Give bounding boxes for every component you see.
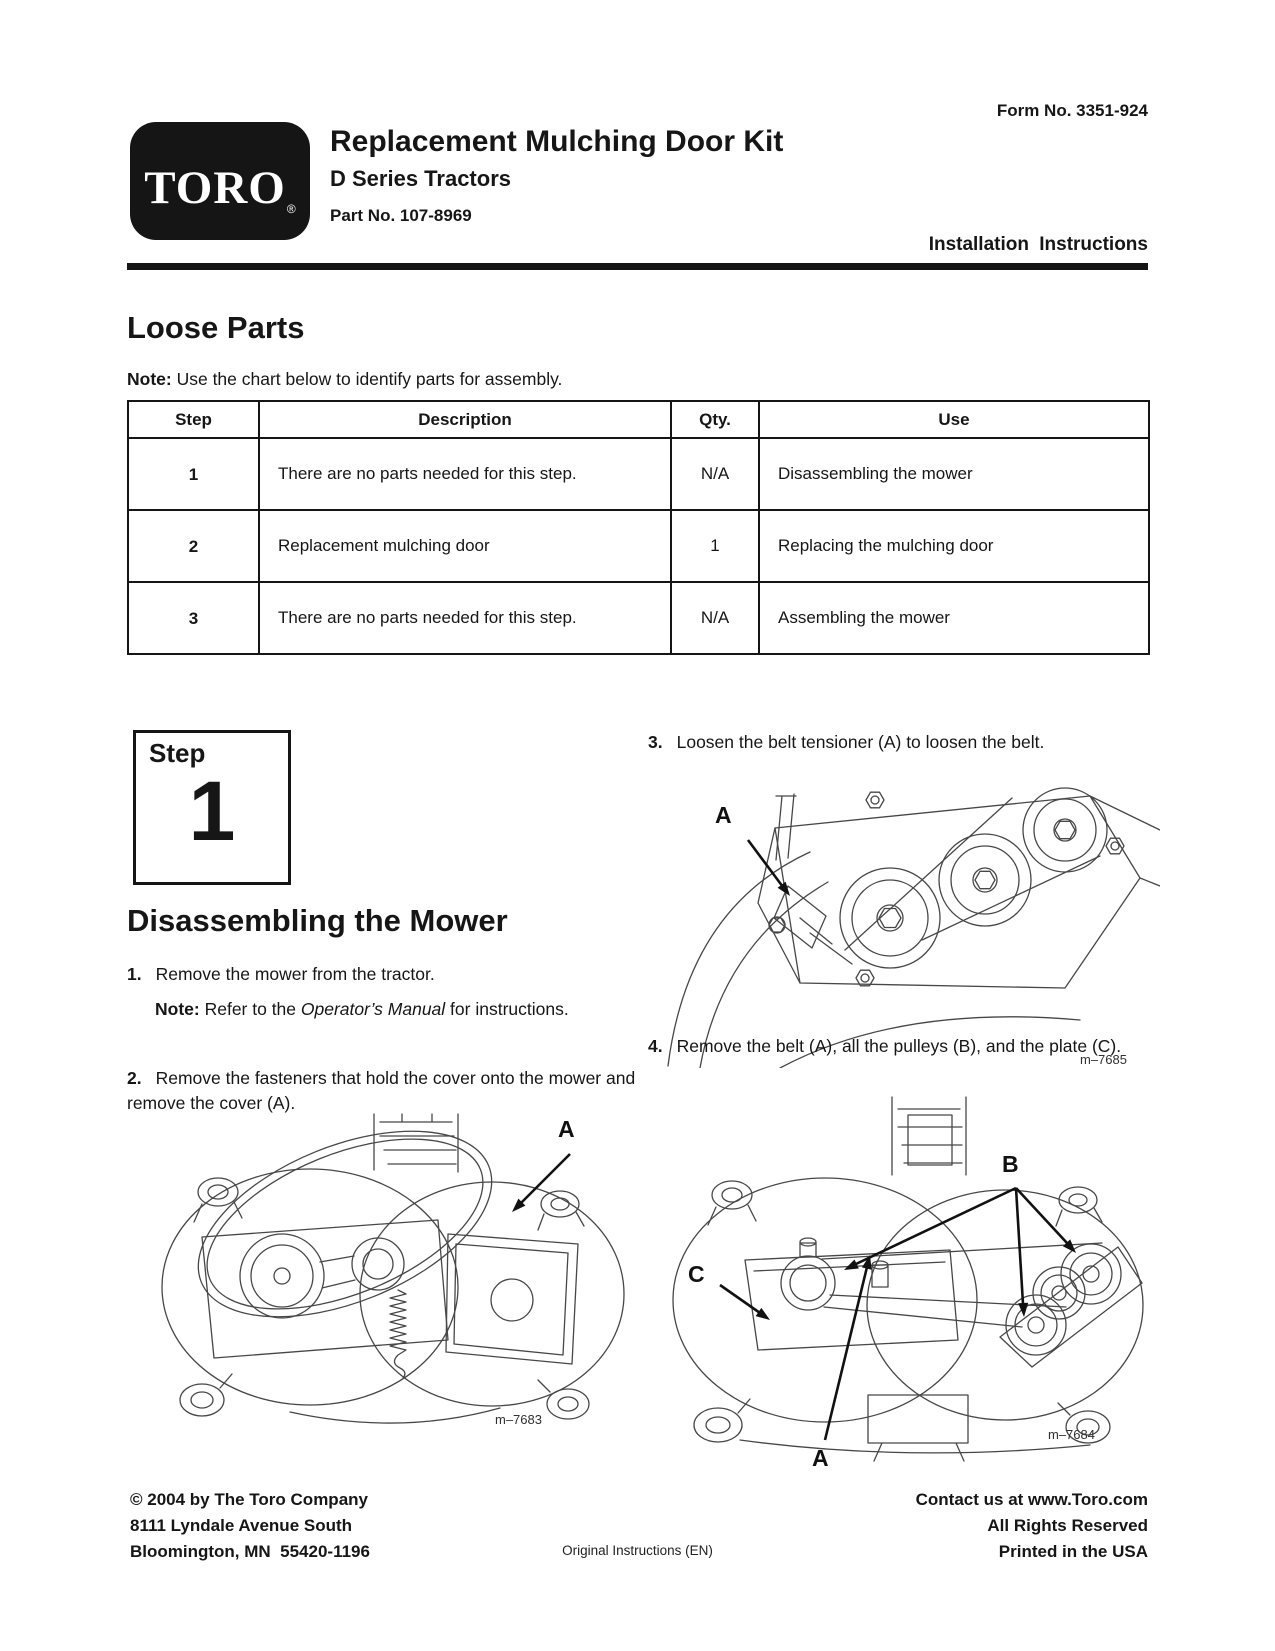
note-text-pre: Refer to the xyxy=(199,999,301,1019)
title-block: Replacement Mulching Door Kit D Series T… xyxy=(330,125,783,226)
loose-parts-heading: Loose Parts xyxy=(127,310,305,345)
callout-b: B xyxy=(1002,1151,1019,1177)
step-box-number: 1 xyxy=(188,764,236,858)
instruction-step-4: 4. Remove the belt (A), all the pulleys (… xyxy=(648,1034,1153,1059)
figure-caption: m–7684 xyxy=(1048,1427,1095,1442)
step-text: Remove the fasteners that hold the cover… xyxy=(127,1068,636,1114)
col-header-use: Use xyxy=(758,400,1150,439)
callout-a: A xyxy=(558,1116,575,1142)
page-subtitle: D Series Tractors xyxy=(330,166,511,191)
contact-line: Contact us at www.Toro.com xyxy=(915,1490,1148,1509)
step-number: 3. xyxy=(648,732,663,752)
footer-original-instructions: Original Instructions (EN) xyxy=(562,1543,713,1558)
callout-a: A xyxy=(715,802,732,828)
header-rule xyxy=(127,263,1148,270)
section-heading: Disassembling the Mower xyxy=(127,903,508,938)
instruction-step-3: 3. Loosen the belt tensioner (A) to loose… xyxy=(648,730,1158,755)
col-header-description: Description xyxy=(258,400,672,439)
cell-qty: N/A xyxy=(670,437,760,511)
step-box-label: Step xyxy=(149,738,206,768)
cell-step: 2 xyxy=(127,509,260,583)
table-row: 3 There are no parts needed for this ste… xyxy=(127,581,1150,655)
address-line-1: 8111 Lyndale Avenue South xyxy=(130,1516,353,1535)
figure-mower-cover: A m–7683 xyxy=(140,1112,630,1434)
cell-description: There are no parts needed for this step. xyxy=(258,437,672,511)
cell-use: Assembling the mower xyxy=(758,581,1150,655)
printed-line: Printed in the USA xyxy=(998,1542,1148,1561)
loose-parts-note: Note: Use the chart below to identify pa… xyxy=(127,369,562,390)
col-header-step: Step xyxy=(127,400,260,439)
cell-use: Replacing the mulching door xyxy=(758,509,1150,583)
col-header-qty: Qty. xyxy=(670,400,760,439)
step-number: 1. xyxy=(127,964,142,984)
cell-description: Replacement mulching door xyxy=(258,509,672,583)
instruction-step-1: 1. Remove the mower from the tractor. xyxy=(127,962,647,987)
table-header-row: Step Description Qty. Use xyxy=(127,400,1150,439)
rights-line: All Rights Reserved xyxy=(987,1516,1148,1535)
callout-a: A xyxy=(812,1445,829,1471)
footer-contact-block: Contact us at www.Toro.com All Rights Re… xyxy=(916,1487,1148,1565)
note-label: Note: xyxy=(127,369,172,389)
step-text: Remove the belt (A), all the pulleys (B)… xyxy=(676,1036,1122,1056)
doc-type-label: Installation Instructions xyxy=(928,234,1148,255)
instruction-step-2: 2.Remove the fasteners that hold the cov… xyxy=(127,1066,649,1117)
instruction-note: Note: Refer to the Operator’s Manual for… xyxy=(155,997,595,1022)
step-text: Remove the mower from the tractor. xyxy=(155,964,435,984)
cell-qty: 1 xyxy=(670,509,760,583)
step-number: 2. xyxy=(127,1068,142,1088)
step-number: 4. xyxy=(648,1036,663,1056)
figure-caption: m–7685 xyxy=(1080,1052,1127,1067)
cell-description: There are no parts needed for this step. xyxy=(258,581,672,655)
table-row: 1 There are no parts needed for this ste… xyxy=(127,437,1150,511)
step-1-box: Step 1 xyxy=(133,730,291,885)
toro-logo-text: TORO xyxy=(144,162,286,214)
loose-parts-table: Step Description Qty. Use 1 There are no… xyxy=(127,400,1150,655)
cell-step: 1 xyxy=(127,437,260,511)
note-text-post: for instructions. xyxy=(445,999,569,1019)
callout-c: C xyxy=(688,1261,705,1287)
part-number: Part No. 107-8969 xyxy=(330,206,472,225)
figure-belt-tensioner: A m–7685 xyxy=(660,768,1160,1068)
belt-tensioner-illustration xyxy=(667,787,1160,1068)
copyright-line: © 2004 by The Toro Company xyxy=(130,1490,368,1509)
belt-pulleys-illustration xyxy=(672,1096,1144,1462)
table-row: 2 Replacement mulching door 1 Replacing … xyxy=(127,509,1150,583)
address-line-2: Bloomington, MN 55420-1196 xyxy=(130,1542,370,1561)
mower-cover-illustration xyxy=(161,1113,625,1424)
cell-use: Disassembling the mower xyxy=(758,437,1150,511)
cell-step: 3 xyxy=(127,581,260,655)
form-number: Form No. 3351-924 xyxy=(996,101,1148,120)
figure-caption: m–7683 xyxy=(495,1412,542,1427)
operators-manual-reference: Operator’s Manual xyxy=(300,999,446,1019)
page-title: Replacement Mulching Door Kit xyxy=(330,125,784,158)
toro-logo: TORO ® xyxy=(130,122,310,240)
footer-company-block: © 2004 by The Toro Company 8111 Lyndale … xyxy=(130,1487,370,1565)
note-label: Note: xyxy=(155,999,200,1019)
note-text: Use the chart below to identify parts fo… xyxy=(171,369,563,389)
cell-qty: N/A xyxy=(670,581,760,655)
registered-trademark-icon: ® xyxy=(286,202,296,216)
step-text: Loosen the belt tensioner (A) to loosen … xyxy=(676,732,1045,752)
figure-belt-pulleys-plate: B C A m–7684 xyxy=(650,1095,1160,1473)
